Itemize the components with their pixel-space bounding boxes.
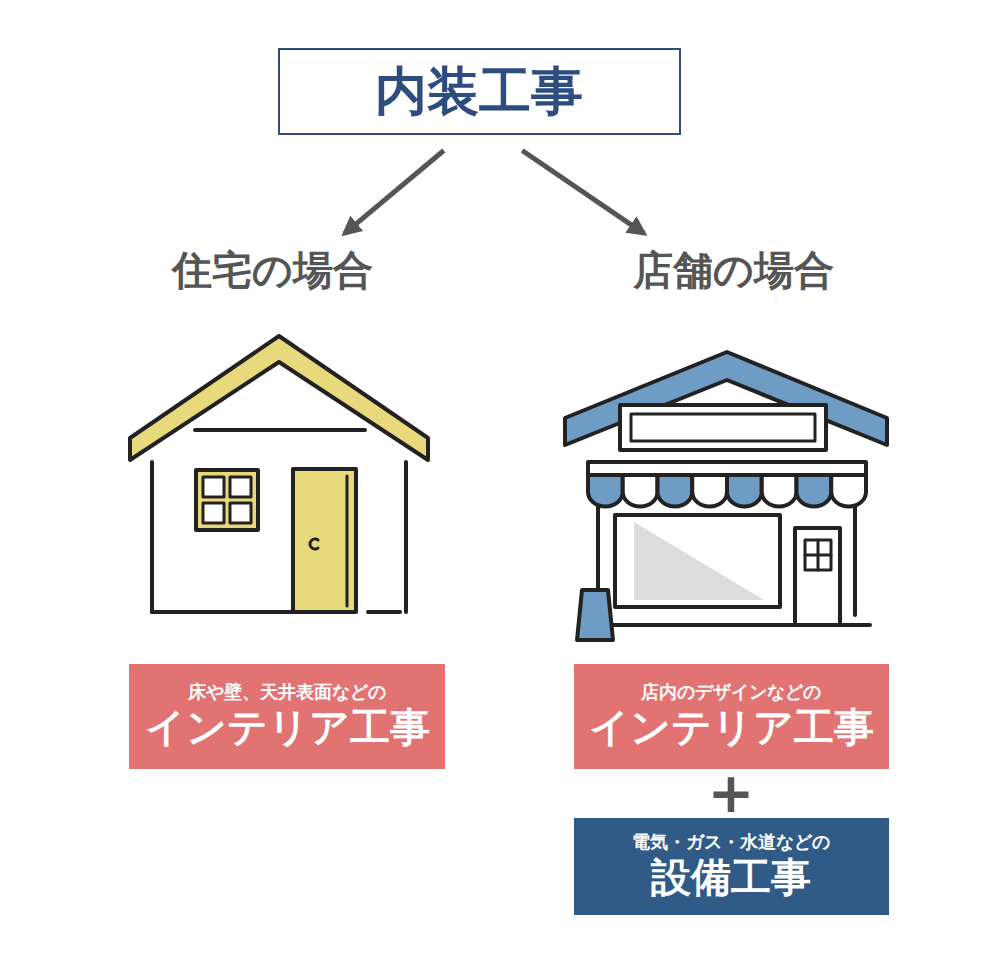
awning-stripe [623, 475, 658, 506]
shop-illustration [565, 352, 887, 640]
equipment-work-box: 電気・ガス・水道などの設備工事 [574, 818, 889, 915]
shop-door [795, 528, 840, 625]
house-window [196, 470, 258, 530]
door-edge [346, 476, 349, 606]
awning-stripe [588, 475, 623, 506]
door-knob [310, 539, 318, 549]
house-ceiling-line [195, 428, 365, 432]
shop-window [615, 515, 780, 607]
house-ground [368, 610, 400, 614]
awning-stripe [797, 475, 832, 506]
box-label: 住宅の場合 [172, 246, 373, 294]
window-pane [230, 477, 251, 497]
awning-stripe [831, 475, 866, 506]
branch-arrow [344, 151, 443, 234]
awning-stripe [692, 475, 727, 506]
window-pane [203, 503, 224, 523]
a-frame-sign [577, 590, 613, 640]
box-label: 店舗の場合 [633, 246, 834, 294]
plus-sign: + [708, 765, 755, 821]
door-window-bar [805, 554, 831, 557]
box-label: インテリア工事 [589, 703, 874, 751]
shop-roof [565, 352, 887, 445]
box-subtitle: 店内のデザインなどの [641, 681, 821, 703]
interior-work-box: 店内のデザインなどのインテリア工事 [574, 664, 889, 769]
shop-awning [588, 462, 866, 506]
house-roof [130, 336, 428, 460]
branch-arrow [522, 151, 644, 234]
box-subtitle: 電気・ガス・水道などの [632, 831, 830, 853]
door-window [805, 540, 831, 570]
house-wall [404, 462, 408, 612]
box-label: 内装工事 [375, 60, 583, 122]
box-label: 設備工事 [651, 853, 811, 901]
awning-stripe [658, 475, 693, 506]
awning-stripe [727, 475, 762, 506]
house-wall [150, 462, 154, 612]
window-pane [203, 477, 224, 497]
shop-sign [620, 405, 826, 450]
window-pane [230, 503, 251, 523]
shop-sign-inner [631, 414, 815, 441]
group-heading: 店舗の場合 [629, 244, 838, 297]
awning-stripe [762, 475, 797, 506]
house-door [293, 469, 356, 612]
shop-wall [853, 505, 857, 615]
title-box: 内装工事 [278, 48, 681, 135]
box-label: インテリア工事 [145, 703, 430, 751]
group-heading: 住宅の場合 [168, 244, 377, 297]
window-reflection [634, 522, 764, 600]
house-illustration [130, 336, 428, 612]
box-subtitle: 床や壁、天井表面などの [188, 681, 386, 703]
interior-work-box: 床や壁、天井表面などのインテリア工事 [129, 664, 445, 769]
